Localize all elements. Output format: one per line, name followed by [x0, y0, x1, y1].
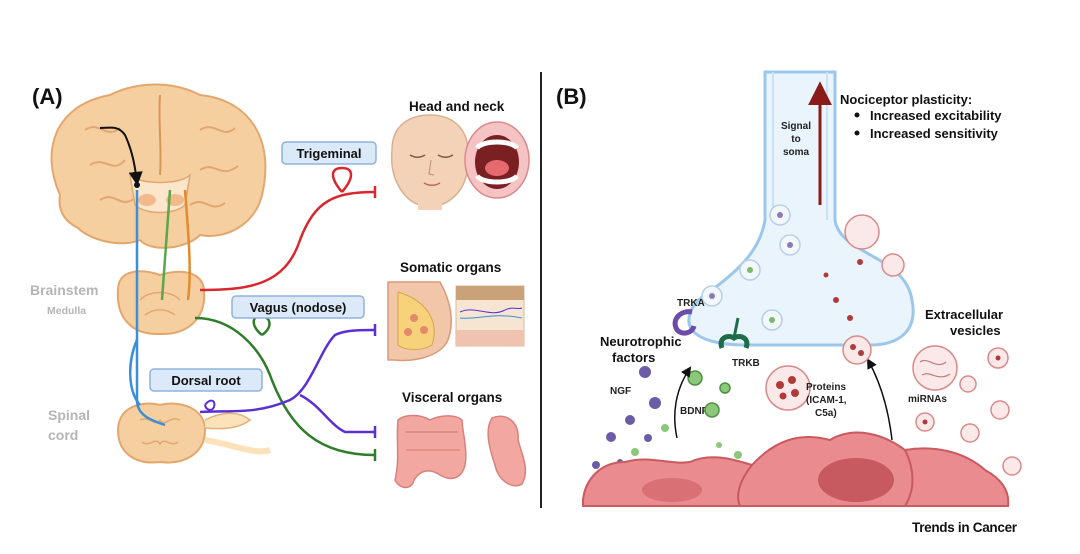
brainstem-label: Brainstem: [30, 282, 98, 298]
medulla-icon: [116, 270, 206, 336]
trigeminal-label-box: [281, 141, 377, 165]
neurotrophic-label-line2: factors: [612, 350, 655, 365]
mirnas-label: miRNAs: [908, 394, 947, 405]
breast-tissue-icon: [387, 281, 452, 362]
bullet-icon: [854, 130, 860, 136]
tumor-nucleus-icon: [642, 478, 702, 502]
mirna-strands-icon: [919, 359, 951, 378]
trigeminal-nerve: [199, 190, 376, 292]
panel-a-label: (A): [32, 84, 63, 109]
intracellular-vesicles: [701, 204, 801, 331]
protein-vesicle-icon: [765, 365, 811, 411]
colon-icon: [394, 414, 467, 489]
plasticity-item-2: Increased sensitivity: [870, 126, 999, 141]
proteins-label-line3: C5a): [815, 408, 837, 419]
trka-label: TRKA: [677, 298, 705, 309]
somatic-organs-label: Somatic organs: [400, 260, 501, 275]
mouth-icon: [464, 121, 530, 199]
drg-icon: [204, 399, 216, 411]
plasticity-item-1: Increased excitability: [870, 108, 1002, 123]
proteins-label-line2: (ICAM-1,: [806, 395, 847, 406]
ev-label-line2: vesicles: [950, 323, 1001, 338]
visceral-organs-label: Visceral organs: [402, 390, 502, 405]
signal-label-line2: to: [791, 134, 800, 145]
neurotrophic-label-line1: Neurotrophic: [600, 334, 682, 349]
tumor-nucleus-icon: [818, 458, 894, 502]
face-icon: [390, 114, 470, 210]
tumor-cell-borders: [737, 449, 914, 507]
bdnf-molecules: [631, 370, 742, 459]
head-and-neck-label: Head and neck: [409, 99, 505, 114]
spinal-cord-label-line2: cord: [48, 427, 78, 443]
brain-section-icon: [50, 83, 267, 249]
proteins-label-line1: Proteins: [806, 382, 846, 393]
extracellular-vesicle-icon: [842, 335, 872, 365]
plasticity-title: Nociceptor plasticity:: [840, 92, 972, 107]
mirna-vesicle-icon: [912, 345, 958, 391]
bullet-icon: [854, 112, 860, 118]
vagus-label-box: [231, 295, 365, 319]
secretion-arrow-right: [866, 358, 893, 441]
ascending-pathway-green: [160, 189, 172, 301]
ngf-molecules: [592, 366, 661, 469]
nodose-ganglion-icon: [252, 314, 271, 337]
dorsal-root-nerve: [199, 328, 376, 414]
bdnf-label: BDNF: [680, 406, 708, 417]
trigeminal-label: Trigeminal: [296, 146, 361, 161]
dorsal-root-label: Dorsal root: [171, 373, 241, 388]
cortical-pathway-node: [134, 182, 140, 188]
secretion-arrow-left: [674, 366, 692, 439]
trka-receptor-icon: [672, 309, 697, 336]
spinal-cord-icon: [116, 402, 271, 464]
dorsal-root-visceral-branch: [299, 393, 375, 434]
medulla-label: Medulla: [47, 305, 86, 317]
ev-label-line1: Extracellular: [925, 307, 1003, 322]
cortical-pathway-black: [99, 126, 143, 186]
vagus-nerve: [194, 316, 376, 457]
panel-b-label: (B): [556, 84, 587, 109]
trkb-receptor-icon: [718, 317, 750, 349]
signal-label-line3: soma: [783, 147, 810, 158]
stomach-icon: [487, 415, 527, 487]
skin-tissue-icon: [455, 285, 525, 347]
fusing-ev-icon: [881, 253, 905, 277]
spinal-cord-label-line1: Spinal: [48, 407, 90, 423]
fusing-ev-icon: [844, 214, 880, 250]
trkb-label: TRKB: [732, 358, 760, 369]
ngf-label: NGF: [610, 386, 631, 397]
dorsal-root-label-box: [149, 368, 263, 392]
ascending-pathway-orange: [183, 189, 191, 301]
blue-pathway-branch: [129, 339, 141, 406]
signal-label-line1: Signal: [781, 121, 811, 132]
vagus-label: Vagus (nodose): [250, 300, 347, 315]
trigeminal-ganglion-icon: [331, 166, 353, 193]
journal-logo: Trends in Cancer: [912, 520, 1018, 535]
